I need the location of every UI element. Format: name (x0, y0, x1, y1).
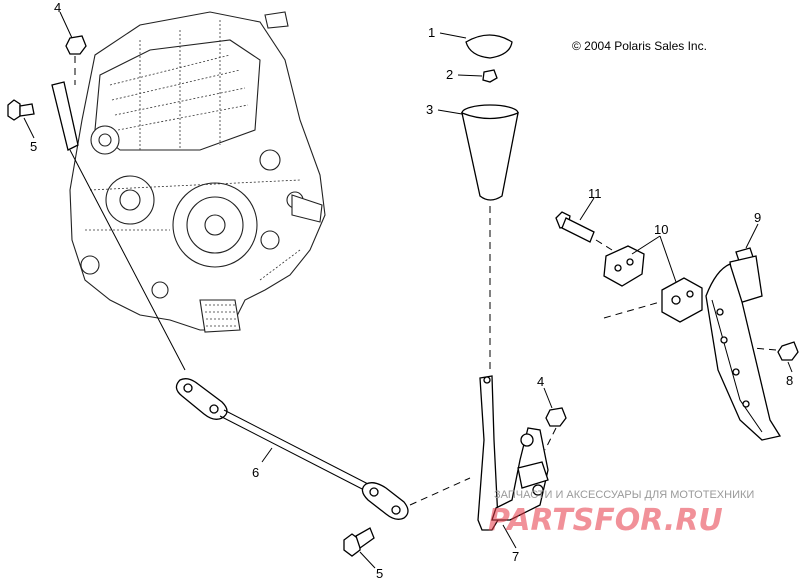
part-5-bolt-lower (343, 527, 376, 569)
part-2-nut (457, 69, 498, 83)
callout-6: 6 (252, 465, 259, 480)
part-8-nut (751, 341, 799, 373)
shift-rod-guide (51, 81, 186, 371)
callout-9: 9 (754, 210, 761, 225)
watermark-logo: PARTSFOR.RU (488, 503, 723, 538)
callout-3: 3 (426, 102, 433, 117)
part-9-bracket (705, 223, 782, 441)
part-4-nut-lower (543, 387, 567, 451)
callout-11: 11 (588, 186, 602, 201)
part-1-cap (439, 32, 513, 59)
callout-7: 7 (512, 549, 519, 564)
part-3-knob (437, 104, 519, 370)
part-5-bolt-upper (7, 99, 35, 139)
part-10-couplers (603, 235, 703, 323)
callout-2: 2 (446, 67, 453, 82)
copyright-text: © 2004 Polaris Sales Inc. (572, 39, 707, 53)
callout-8: 8 (786, 373, 793, 388)
part-11-bolt (555, 197, 613, 251)
callout-5-lower: 5 (376, 566, 383, 580)
engine-assembly (69, 11, 326, 333)
callout-10: 10 (654, 222, 668, 237)
callout-5-upper: 5 (30, 139, 37, 154)
watermark: ЗАПЧАСТИ И АКСЕССУАРЫ ДЛЯ МОТОТЕХНИКИ PA… (488, 489, 754, 538)
callout-1: 1 (428, 25, 435, 40)
callout-4-lower: 4 (537, 374, 544, 389)
callout-4-upper: 4 (54, 0, 61, 15)
watermark-tagline: ЗАПЧАСТИ И АКСЕССУАРЫ ДЛЯ МОТОТЕХНИКИ (494, 489, 754, 501)
part-6-linkage-rod (175, 378, 471, 520)
part-4-nut-upper (59, 11, 87, 85)
part-7-shift-lever (477, 375, 549, 549)
